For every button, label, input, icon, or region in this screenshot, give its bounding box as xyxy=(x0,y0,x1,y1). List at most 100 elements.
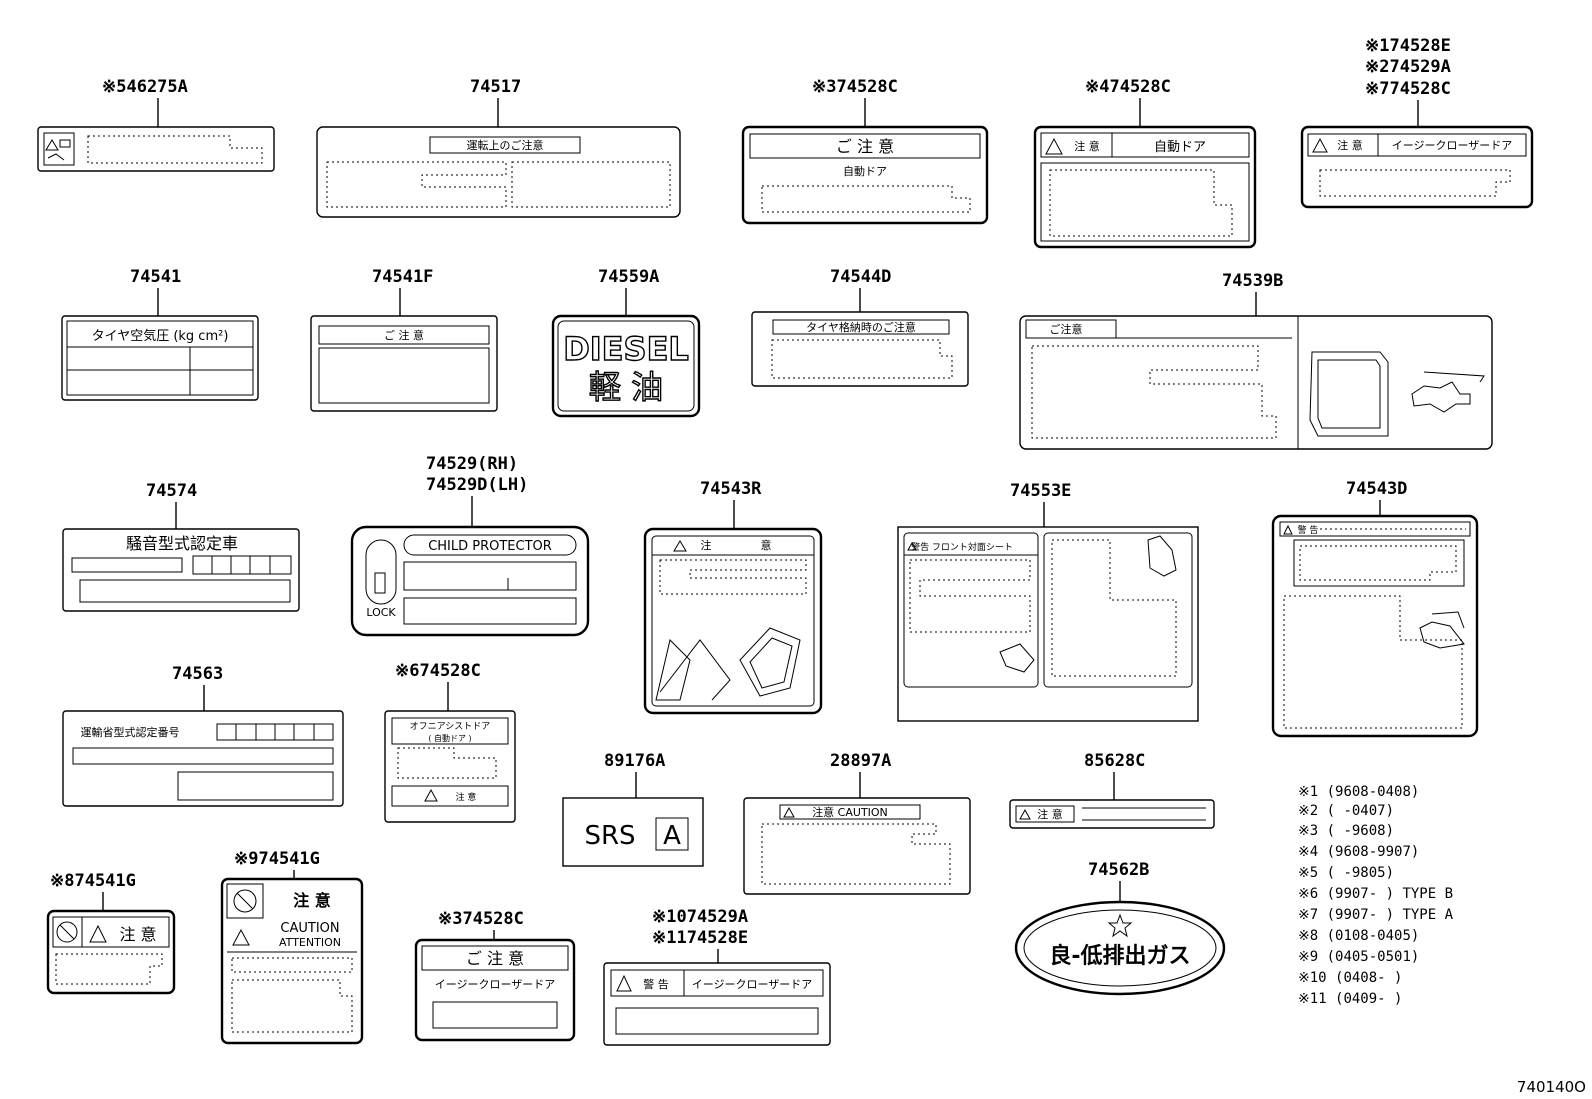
note-line: ※1 (9608-0408) xyxy=(1298,784,1419,800)
part-74574: 74574 騒音型式認定車 xyxy=(62,481,300,612)
part-374528C-top: ※374528C ご 注 意 自動ドア xyxy=(741,77,989,225)
label-text: 騒音型式認定車 xyxy=(126,534,238,553)
part-474528C: ※474528C 注 意 自動ドア xyxy=(1033,77,1257,249)
label-text: 注 意 xyxy=(1337,138,1363,152)
part-number: 74529(RH) xyxy=(426,454,518,474)
label-text: A xyxy=(663,821,681,851)
note-line: ※9 (0405-0501) xyxy=(1298,949,1419,965)
part-number: 74574 xyxy=(146,481,197,501)
label-text: CHILD PROTECTOR xyxy=(428,539,552,554)
part-number: 74563 xyxy=(172,664,223,684)
part-74543R: 74543R 注 意 xyxy=(643,479,823,715)
part-28897A: 28897A 注意 CAUTION xyxy=(743,751,971,895)
part-74553E: 74553E 警告 フロント対面シート xyxy=(897,481,1199,722)
label-text: 運輸省型式認定番号 xyxy=(81,725,180,739)
part-number: ※874541G xyxy=(50,871,136,891)
part-number: ※974541G xyxy=(234,849,320,869)
note-line: ※8 (0108-0405) xyxy=(1298,928,1419,944)
label-text: 注意 CAUTION xyxy=(812,805,888,819)
part-1074529A: ※1074529A ※1174528E 警 告 イージークローザードア xyxy=(603,907,831,1046)
label-text: 注 意 xyxy=(1074,139,1100,153)
label-text: イージークローザードア xyxy=(692,978,813,991)
note-line: ※5 ( -9805) xyxy=(1298,865,1394,881)
part-546275A: ※546275A xyxy=(37,77,275,172)
part-74543D: 74543D 警 告 xyxy=(1271,479,1479,738)
part-number: 74562B xyxy=(1088,860,1149,880)
note-line: ※11 (0409- ) xyxy=(1298,991,1402,1007)
label-text: 警告 フロント対面シート xyxy=(911,541,1013,553)
label-text: 意 xyxy=(761,538,772,552)
part-number: 74543R xyxy=(700,479,762,499)
part-number: ※546275A xyxy=(102,77,188,97)
part-number: 74544D xyxy=(830,267,891,287)
label-text: CAUTION xyxy=(280,921,339,936)
part-number: ※774528C xyxy=(1365,79,1451,99)
part-74517: 74517 運転上のご注意 xyxy=(316,77,681,218)
note-line: ※7 (9907- ) TYPE A xyxy=(1298,907,1454,923)
part-number: 74541 xyxy=(130,267,181,287)
part-974541G: ※974541G 注 意 CAUTION ATTENTION xyxy=(220,849,364,1045)
note-line: ※4 (9608-9907) xyxy=(1298,844,1419,860)
label-text: 注 意 xyxy=(1037,807,1063,821)
label-text: SRS xyxy=(584,821,635,851)
part-number: ※174528E xyxy=(1365,36,1451,56)
part-74529: 74529(RH) 74529D(LH) CHILD PROTECTOR LOC… xyxy=(350,454,590,637)
label-text: オフニアシストドア xyxy=(410,721,491,732)
label-text: ATTENTION xyxy=(279,936,341,949)
part-number: ※674528C xyxy=(395,661,481,681)
part-74563: 74563 運輸省型式認定番号 xyxy=(62,664,344,807)
label-text: ご 注 意 xyxy=(384,328,424,342)
part-74544D: 74544D タイヤ格納時のご注意 xyxy=(751,267,969,387)
part-374528C-bottom: ※374528C ご 注 意 イージークローザードア xyxy=(414,909,576,1042)
part-number: 85628C xyxy=(1084,751,1145,771)
label-text: 警 告 xyxy=(643,977,669,991)
label-text: 注 xyxy=(701,538,712,552)
note-line: ※6 (9907- ) TYPE B xyxy=(1298,886,1453,902)
label-text: ご 注 意 xyxy=(466,949,524,968)
label-text: タイヤ空気圧 (kg cm²) xyxy=(92,328,229,344)
part-number: 28897A xyxy=(830,751,891,771)
label-text: 運転上のご注意 xyxy=(467,138,544,152)
part-number: ※374528C xyxy=(438,909,524,929)
part-number: ※1174528E xyxy=(652,928,748,948)
label-text: ご 注 意 xyxy=(836,137,894,156)
label-text: ( 自動ドア ) xyxy=(428,733,471,743)
part-number: 74529D(LH) xyxy=(426,475,528,495)
part-number: 74543D xyxy=(1346,479,1407,499)
label-text: タイヤ格納時のご注意 xyxy=(806,320,916,334)
part-number: 74559A xyxy=(598,267,659,287)
label-text: ご注意 xyxy=(1050,322,1083,336)
part-674528C: ※674528C オフニアシストドア ( 自動ドア ) 注 意 xyxy=(384,661,516,823)
part-874541G: ※874541G 注 意 xyxy=(46,871,176,995)
part-174528E: ※174528E ※274529A ※774528C 注 意 イージークローザー… xyxy=(1300,36,1534,209)
label-text: 警 告 xyxy=(1298,524,1319,536)
part-number: ※374528C xyxy=(812,77,898,97)
part-74562B: 74562B 良-低排出ガス xyxy=(1014,860,1226,996)
notes-list: ※1 (9608-0408) ※2 ( -0407) ※3 ( -9608) ※… xyxy=(1298,784,1454,1007)
part-number: 74541F xyxy=(372,267,433,287)
label-text: 注 意 xyxy=(456,791,477,803)
part-74541: 74541 タイヤ空気圧 (kg cm²) xyxy=(61,267,259,401)
part-74559A: 74559A DIESEL 軽 油 xyxy=(551,267,701,418)
part-74539B: 74539B ご注意 xyxy=(1019,271,1493,450)
label-text: DIESEL xyxy=(563,330,689,368)
label-text: 自動ドア xyxy=(1154,140,1206,155)
note-line: ※3 ( -9608) xyxy=(1298,823,1394,839)
note-line: ※2 ( -0407) xyxy=(1298,803,1394,819)
label-text: イージークローザードア xyxy=(435,978,556,991)
part-85628C: 85628C 注 意 xyxy=(1009,751,1215,829)
part-89176A: 89176A SRS A xyxy=(562,751,704,867)
label-text: イージークローザードア xyxy=(1392,139,1513,152)
part-number: 89176A xyxy=(604,751,665,771)
part-number: ※474528C xyxy=(1085,77,1171,97)
label-text: 軽 油 xyxy=(589,368,663,406)
label-text: 良-低排出ガス xyxy=(1049,943,1190,969)
label-text: 注 意 xyxy=(119,925,156,944)
label-text: 注 意 xyxy=(293,891,331,910)
label-text: 自動ドア xyxy=(843,164,887,178)
note-line: ※10 (0408- ) xyxy=(1298,970,1402,986)
label-text: LOCK xyxy=(366,606,396,619)
part-number: ※274529A xyxy=(1365,57,1451,77)
part-number: 74553E xyxy=(1010,481,1071,501)
